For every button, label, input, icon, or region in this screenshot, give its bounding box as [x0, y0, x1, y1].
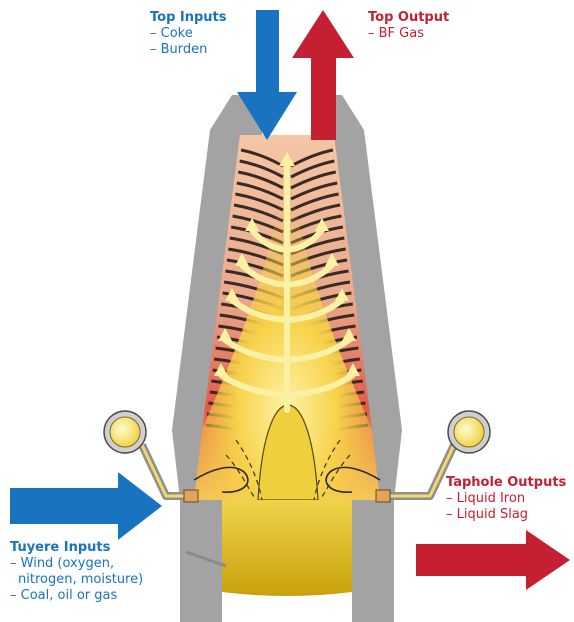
- tuyere-inputs-item: – Coal, oil or gas: [10, 588, 143, 604]
- top-output-label: Top Output – BF Gas: [368, 10, 449, 42]
- top-inputs-label: Top Inputs – Coke – Burden: [150, 10, 227, 58]
- tuyere-bulb-left: [110, 417, 140, 447]
- tuyere-inputs-title: Tuyere Inputs: [10, 540, 143, 556]
- top-output-item: – BF Gas: [368, 26, 449, 42]
- tuyere-inputs-item: nitrogen, moisture): [10, 572, 143, 588]
- taphole-output-arrow: [416, 530, 570, 590]
- hearth-liquid-iron: [222, 500, 352, 596]
- tuyere-input-arrow: [10, 472, 162, 540]
- taphole-outputs-item: – Liquid Slag: [446, 507, 566, 523]
- top-inputs-title: Top Inputs: [150, 10, 227, 26]
- tuyere-inputs-item: – Wind (oxygen,: [10, 556, 143, 572]
- taphole-outputs-title: Taphole Outputs: [446, 475, 566, 491]
- taphole-outputs-label: Taphole Outputs – Liquid Iron – Liquid S…: [446, 475, 566, 523]
- top-inputs-item: – Coke: [150, 26, 227, 42]
- top-inputs-item: – Burden: [150, 42, 227, 58]
- taphole-outputs-item: – Liquid Iron: [446, 491, 566, 507]
- tuyere-inputs-label: Tuyere Inputs – Wind (oxygen, nitrogen, …: [10, 540, 143, 604]
- tuyere-bulb-right: [454, 417, 484, 447]
- top-output-title: Top Output: [368, 10, 449, 26]
